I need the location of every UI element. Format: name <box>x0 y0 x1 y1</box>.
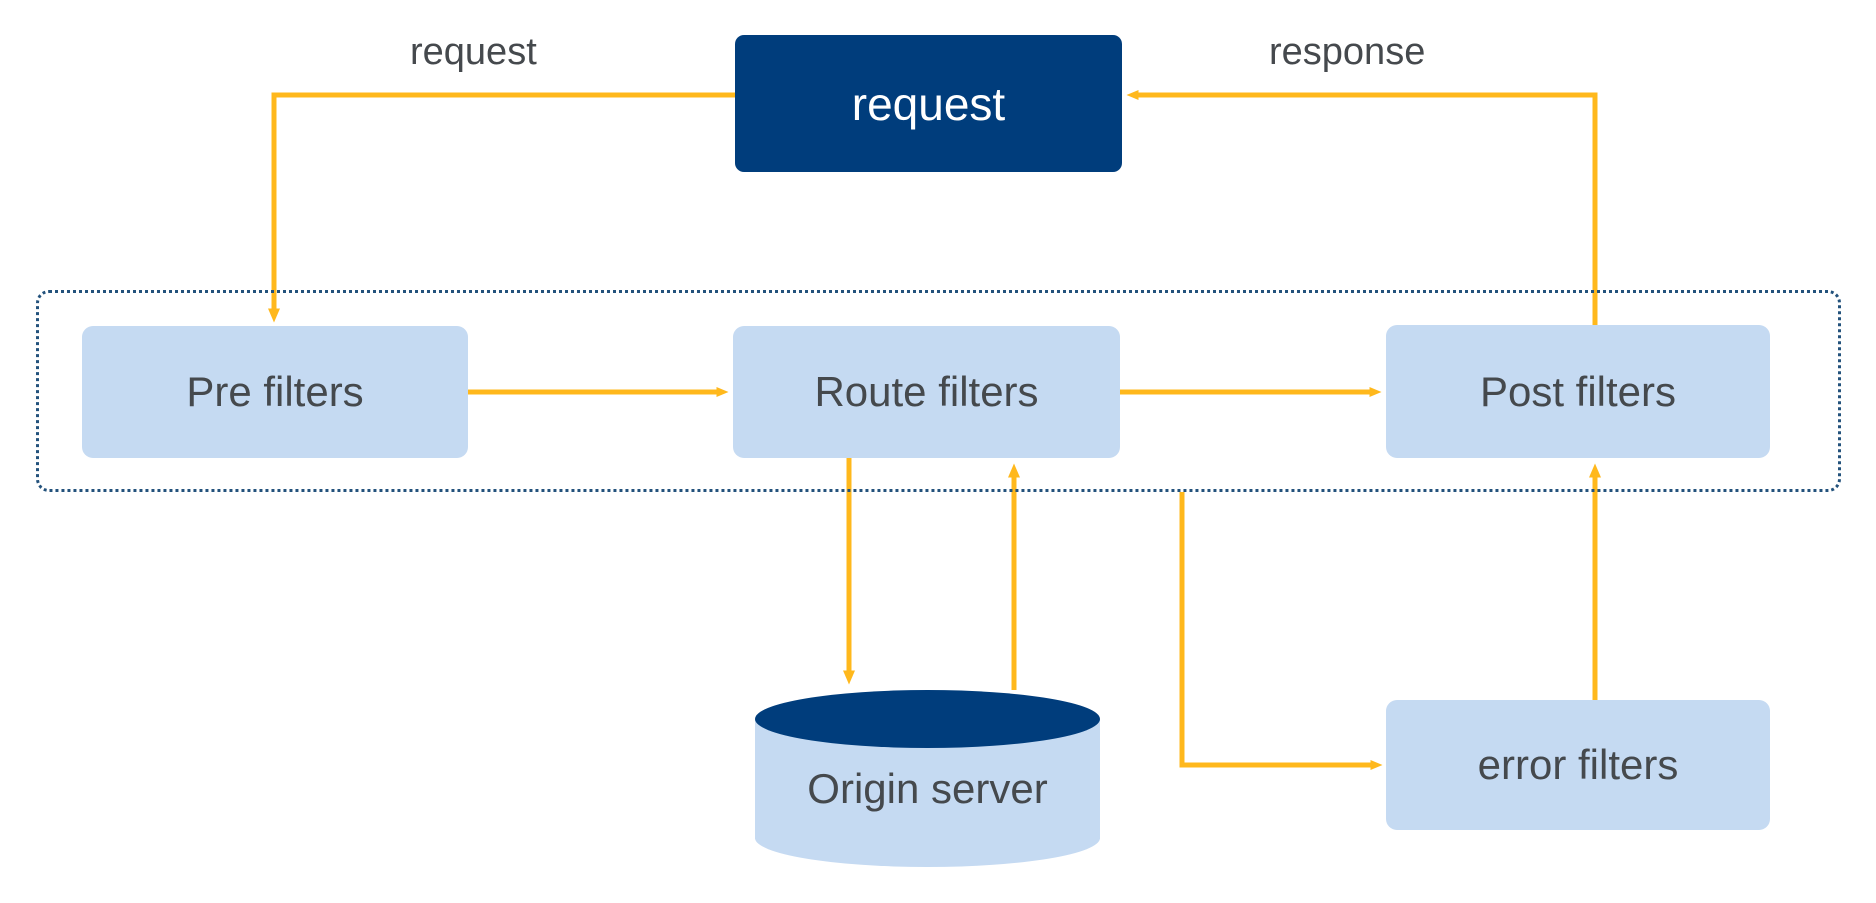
node-route-filters[interactable]: Route filters <box>733 326 1120 458</box>
node-request[interactable]: request <box>735 35 1122 172</box>
node-error-filters[interactable]: error filters <box>1386 700 1770 830</box>
node-pre-filters[interactable]: Pre filters <box>82 326 468 458</box>
node-error-filters-label: error filters <box>1477 741 1679 788</box>
node-post-filters[interactable]: Post filters <box>1386 325 1770 458</box>
node-request-label: request <box>851 77 1006 130</box>
node-origin-server-label: Origin server <box>807 765 1048 812</box>
edge-label-response: response <box>1269 31 1426 73</box>
filter-chain-zone <box>36 290 1841 492</box>
node-pre-filters-label: Pre filters <box>186 368 364 415</box>
node-origin-server[interactable]: Origin server <box>755 690 1100 868</box>
node-post-filters-label: Post filters <box>1479 367 1677 415</box>
cylinder-top-cap <box>755 690 1100 748</box>
edge-label-request: request <box>410 31 537 73</box>
node-route-filters-label: Route filters <box>814 368 1039 415</box>
edge-route-to-error-filters <box>1179 492 1383 770</box>
edge-request-to-pre-filters <box>268 92 735 323</box>
cylinder-bottom-cap <box>755 809 1100 867</box>
